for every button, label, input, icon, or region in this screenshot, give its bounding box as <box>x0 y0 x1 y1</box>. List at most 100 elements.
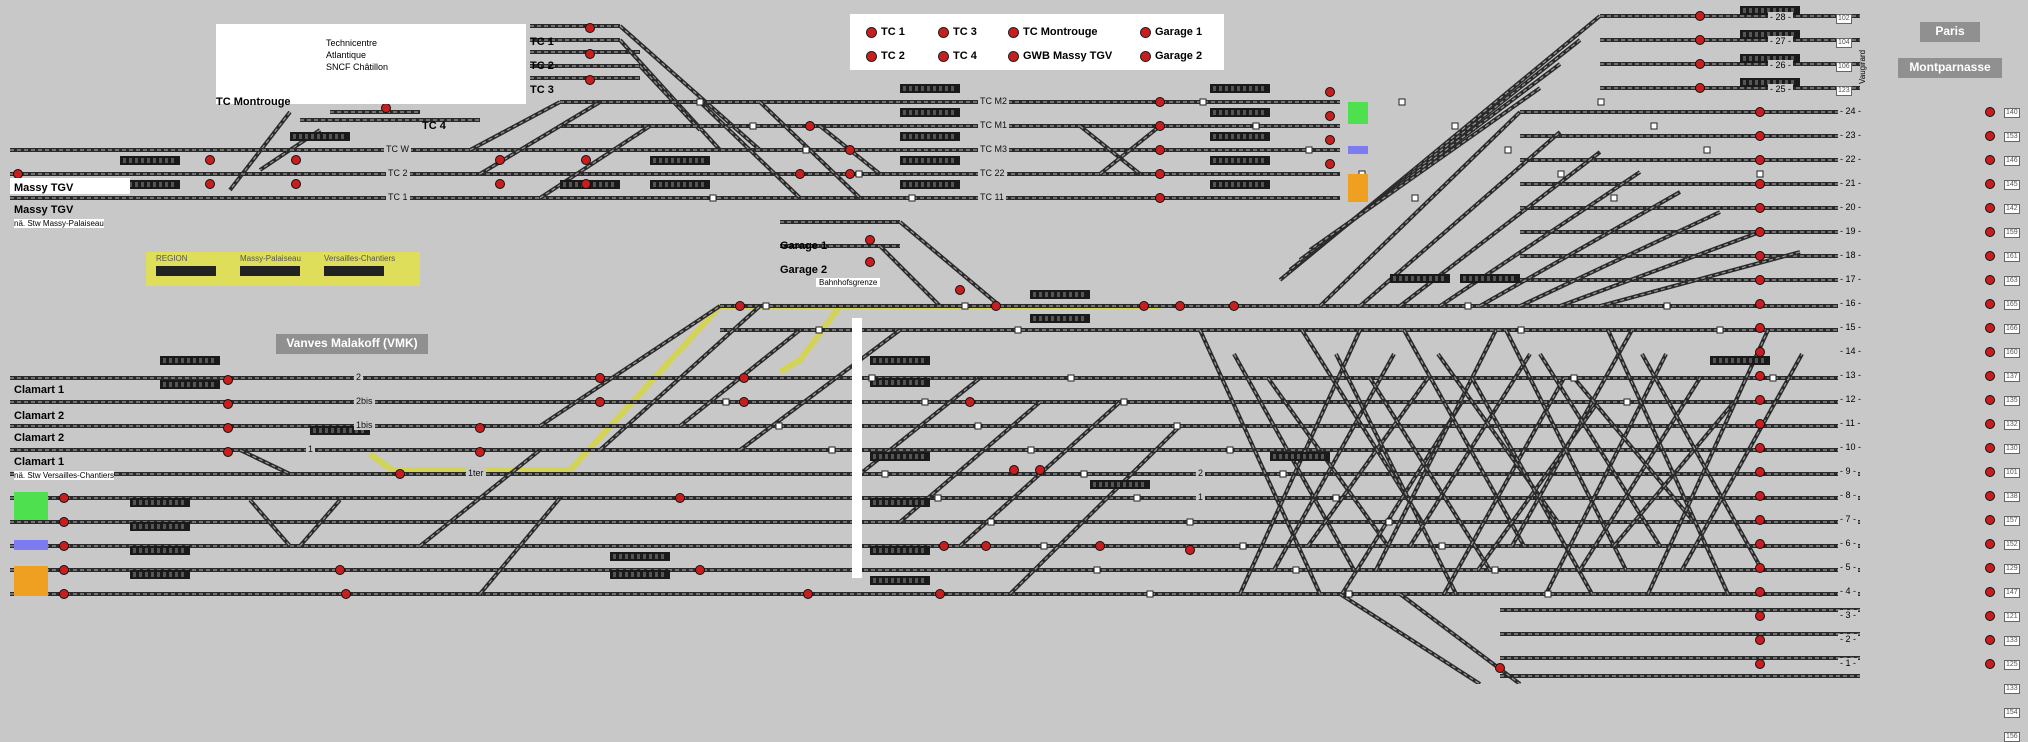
platform-track-18[interactable]: - 18 - <box>1838 250 1864 260</box>
signal-icon[interactable] <box>395 469 405 479</box>
signal-icon[interactable] <box>1985 299 1995 309</box>
platform-track-6[interactable]: - 6 - <box>1838 538 1859 548</box>
signal-icon[interactable] <box>1325 87 1335 97</box>
signal-icon[interactable] <box>1155 145 1165 155</box>
signal-icon[interactable] <box>335 565 345 575</box>
platform-track-11[interactable]: - 11 - <box>1838 418 1863 428</box>
signal-icon[interactable] <box>1155 193 1165 203</box>
platform-track-22[interactable]: - 22 - <box>1838 154 1864 164</box>
signal-icon[interactable] <box>1755 395 1765 405</box>
signal-icon[interactable] <box>1155 169 1165 179</box>
platform-track-26[interactable]: - 26 - <box>1768 60 1794 70</box>
signal-icon[interactable] <box>1755 419 1765 429</box>
signal-icon[interactable] <box>1139 301 1149 311</box>
signal-icon[interactable] <box>1755 131 1765 141</box>
signal-icon[interactable] <box>1985 563 1995 573</box>
signal-icon[interactable] <box>1755 539 1765 549</box>
signal-icon[interactable] <box>1695 35 1705 45</box>
signal-icon[interactable] <box>1985 467 1995 477</box>
platform-track-15[interactable]: - 15 - <box>1838 322 1864 332</box>
signal-icon[interactable] <box>1755 251 1765 261</box>
signal-icon[interactable] <box>291 155 301 165</box>
platform-track-25[interactable]: - 25 - <box>1768 84 1794 94</box>
signal-icon[interactable] <box>1755 347 1765 357</box>
signal-icon[interactable] <box>739 373 749 383</box>
signal-icon[interactable] <box>1985 131 1995 141</box>
signal-icon[interactable] <box>695 565 705 575</box>
signal-icon[interactable] <box>595 373 605 383</box>
signal-icon[interactable] <box>223 399 233 409</box>
signal-icon[interactable] <box>1755 443 1765 453</box>
signal-icon[interactable] <box>1755 203 1765 213</box>
platform-track-14[interactable]: - 14 - <box>1838 346 1864 356</box>
signal-icon[interactable] <box>955 285 965 295</box>
signal-icon[interactable] <box>1155 97 1165 107</box>
platform-track-27[interactable]: - 27 - <box>1768 36 1794 46</box>
signal-icon[interactable] <box>381 103 391 113</box>
orange-marker-top[interactable] <box>1348 174 1368 202</box>
signal-icon[interactable] <box>1985 635 1995 645</box>
signal-icon[interactable] <box>1325 111 1335 121</box>
platform-track-7[interactable]: - 7 - <box>1838 514 1859 524</box>
signal-icon[interactable] <box>59 565 69 575</box>
signal-icon[interactable] <box>1755 611 1765 621</box>
signal-icon[interactable] <box>845 169 855 179</box>
platform-track-9[interactable]: - 9 - <box>1838 466 1859 476</box>
signal-icon[interactable] <box>935 589 945 599</box>
signal-icon[interactable] <box>585 23 595 33</box>
signal-icon[interactable] <box>845 145 855 155</box>
signal-icon[interactable] <box>223 423 233 433</box>
signal-icon[interactable] <box>223 375 233 385</box>
signal-icon[interactable] <box>585 75 595 85</box>
signal-icon[interactable] <box>59 589 69 599</box>
signal-icon[interactable] <box>1985 371 1995 381</box>
signal-icon[interactable] <box>581 179 591 189</box>
signal-icon[interactable] <box>585 49 595 59</box>
signal-icon[interactable] <box>595 397 605 407</box>
signal-icon[interactable] <box>1755 179 1765 189</box>
orange-marker-left[interactable] <box>14 566 48 596</box>
signal-icon[interactable] <box>1755 155 1765 165</box>
signal-icon[interactable] <box>1985 227 1995 237</box>
signal-icon[interactable] <box>1985 395 1995 405</box>
platform-track-10[interactable]: - 10 - <box>1838 442 1864 452</box>
signal-icon[interactable] <box>1185 545 1195 555</box>
signal-icon[interactable] <box>1755 323 1765 333</box>
signal-icon[interactable] <box>1985 323 1995 333</box>
signal-icon[interactable] <box>1985 491 1995 501</box>
signal-icon[interactable] <box>1985 515 1995 525</box>
signal-icon[interactable] <box>805 121 815 131</box>
signal-icon[interactable] <box>1009 465 1019 475</box>
signal-icon[interactable] <box>1985 107 1995 117</box>
signal-icon[interactable] <box>865 235 875 245</box>
signal-icon[interactable] <box>1755 491 1765 501</box>
signal-icon[interactable] <box>1695 83 1705 93</box>
signal-icon[interactable] <box>1495 663 1505 673</box>
platform-track-1[interactable]: - 1 - <box>1838 658 1859 668</box>
signal-icon[interactable] <box>1755 275 1765 285</box>
signal-icon[interactable] <box>1695 11 1705 21</box>
signal-icon[interactable] <box>1175 301 1185 311</box>
platform-track-5[interactable]: - 5 - <box>1838 562 1859 572</box>
signal-icon[interactable] <box>1755 371 1765 381</box>
signal-icon[interactable] <box>1985 347 1995 357</box>
platform-track-21[interactable]: - 21 - <box>1838 178 1864 188</box>
signal-icon[interactable] <box>1155 121 1165 131</box>
signal-icon[interactable] <box>1755 635 1765 645</box>
signal-icon[interactable] <box>1985 203 1995 213</box>
signal-icon[interactable] <box>735 301 745 311</box>
platform-track-13[interactable]: - 13 - <box>1838 370 1864 380</box>
signal-icon[interactable] <box>1985 179 1995 189</box>
signal-icon[interactable] <box>1325 159 1335 169</box>
platform-track-12[interactable]: - 12 - <box>1838 394 1864 404</box>
signal-icon[interactable] <box>1755 227 1765 237</box>
signal-icon[interactable] <box>1755 107 1765 117</box>
signal-icon[interactable] <box>1985 611 1995 621</box>
signal-icon[interactable] <box>205 179 215 189</box>
signal-icon[interactable] <box>475 447 485 457</box>
green-marker-left[interactable] <box>14 492 48 520</box>
signal-icon[interactable] <box>1755 659 1765 669</box>
signal-icon[interactable] <box>581 155 591 165</box>
platform-track-23[interactable]: - 23 - <box>1838 130 1864 140</box>
platform-track-2[interactable]: - 2 - <box>1838 634 1859 644</box>
